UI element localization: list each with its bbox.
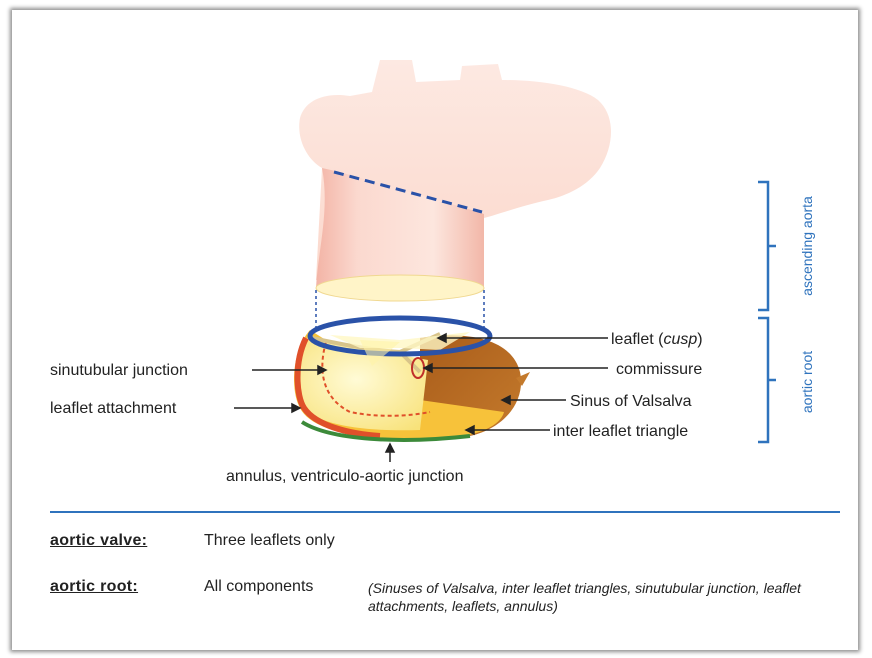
- label-leaflet-attachment: leaflet attachment: [50, 400, 177, 417]
- aortic-root: [294, 318, 530, 440]
- bracket-label-ascending-aorta: ascending aorta: [799, 196, 815, 296]
- label-annulus: annulus, ventriculo-aortic junction: [226, 468, 463, 485]
- label-inter-leaflet-triangle: inter leaflet triangle: [553, 423, 688, 440]
- label-commissure: commissure: [616, 361, 702, 378]
- label-sinutubular-junction: sinutubular junction: [50, 362, 188, 379]
- definition-note-aortic-root: (Sinuses of Valsalva, inter leaflet tria…: [368, 579, 838, 615]
- definition-text-aortic-root: All components: [204, 578, 313, 596]
- definition-term-aortic-root: aortic root:: [50, 578, 138, 596]
- definition-term-aortic-valve: aortic valve:: [50, 532, 147, 550]
- definition-text-aortic-valve: Three leaflets only: [204, 532, 335, 550]
- bracket-label-aortic-root: aortic root: [799, 351, 815, 413]
- brackets: ascending aorta aortic root: [758, 182, 815, 442]
- aortic-arch: [299, 60, 611, 332]
- label-leaflet: leaflet (cusp): [611, 331, 703, 348]
- label-sinus-of-valsalva: Sinus of Valsalva: [570, 393, 692, 410]
